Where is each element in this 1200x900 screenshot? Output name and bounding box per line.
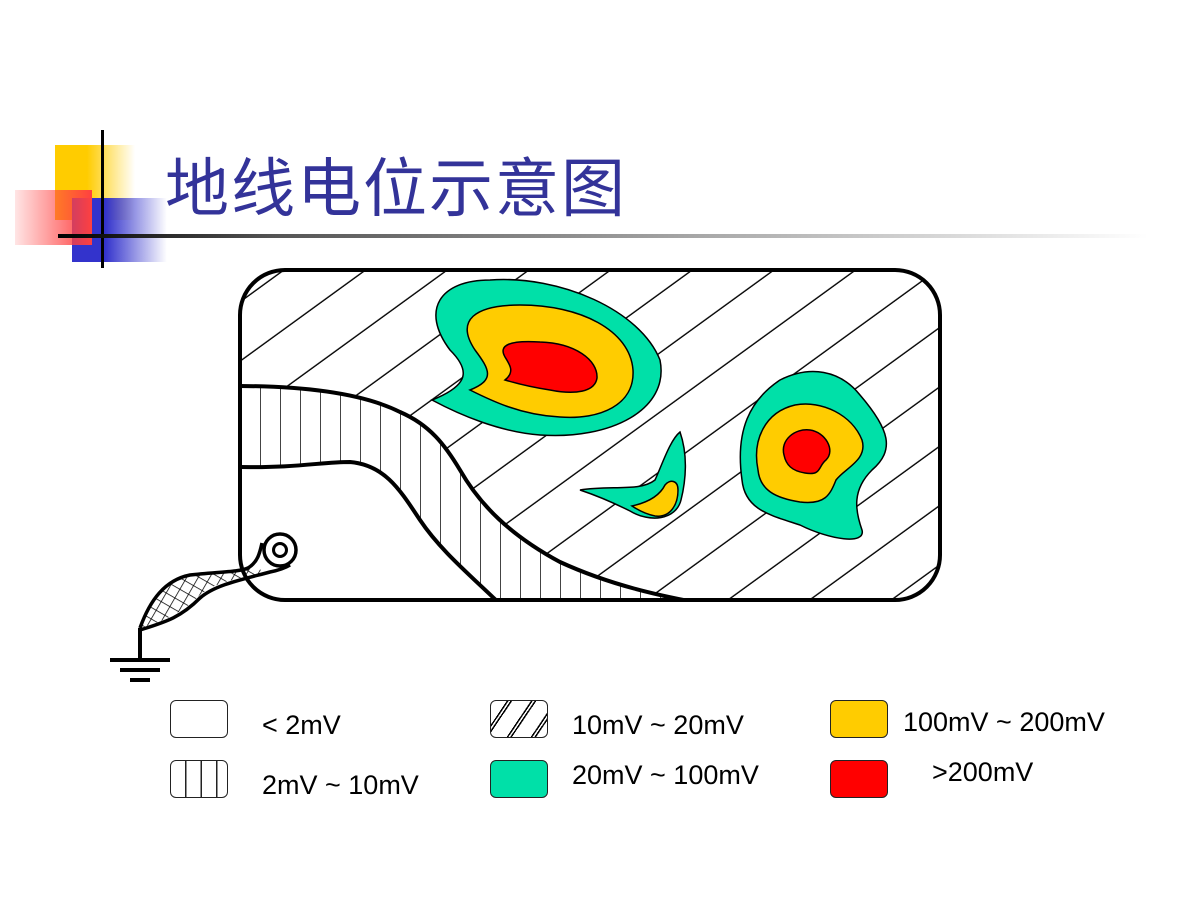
ground-terminal-inner — [272, 542, 288, 558]
legend-swatch-below-2mv — [170, 700, 228, 738]
legend-swatch-20-100mv — [490, 760, 548, 798]
legend-swatch-100-200mv — [830, 700, 888, 738]
legend-label-above-200mv: >200mV — [932, 757, 1034, 787]
legend-label-below-2mv: < 2mV — [262, 710, 341, 740]
boundary-line-lower — [240, 459, 502, 600]
region-below-2mv — [240, 462, 500, 600]
legend-label-10-20mv: 10mV ~ 20mV — [572, 710, 744, 740]
legend-label-2-10mv: 2mV ~ 10mV — [262, 770, 419, 800]
hotspot-2-red — [782, 429, 831, 475]
legend-swatch-10-20mv — [490, 700, 548, 738]
legend-label-100-200mv: 100mV ~ 200mV — [903, 707, 1105, 737]
hotspot-3-yellow — [630, 480, 679, 517]
earth-ground-icon — [110, 658, 170, 682]
hotspot-1-red — [502, 340, 598, 393]
ground-cable-fill — [140, 566, 268, 628]
slide-title: 地线电位示意图 — [165, 153, 627, 227]
ground-cable — [138, 542, 291, 632]
grounding-grid-outline — [238, 268, 942, 602]
legend-label-20-100mv: 20mV ~ 100mV — [572, 760, 759, 790]
title-decoration-vertical-line — [101, 130, 104, 268]
vertical-hatch-lines — [240, 386, 705, 600]
legend-swatch-2-10mv — [170, 760, 228, 798]
boundary-line-upper — [240, 384, 706, 600]
legend-swatch-above-200mv — [830, 760, 888, 798]
title-underline — [58, 234, 1148, 238]
